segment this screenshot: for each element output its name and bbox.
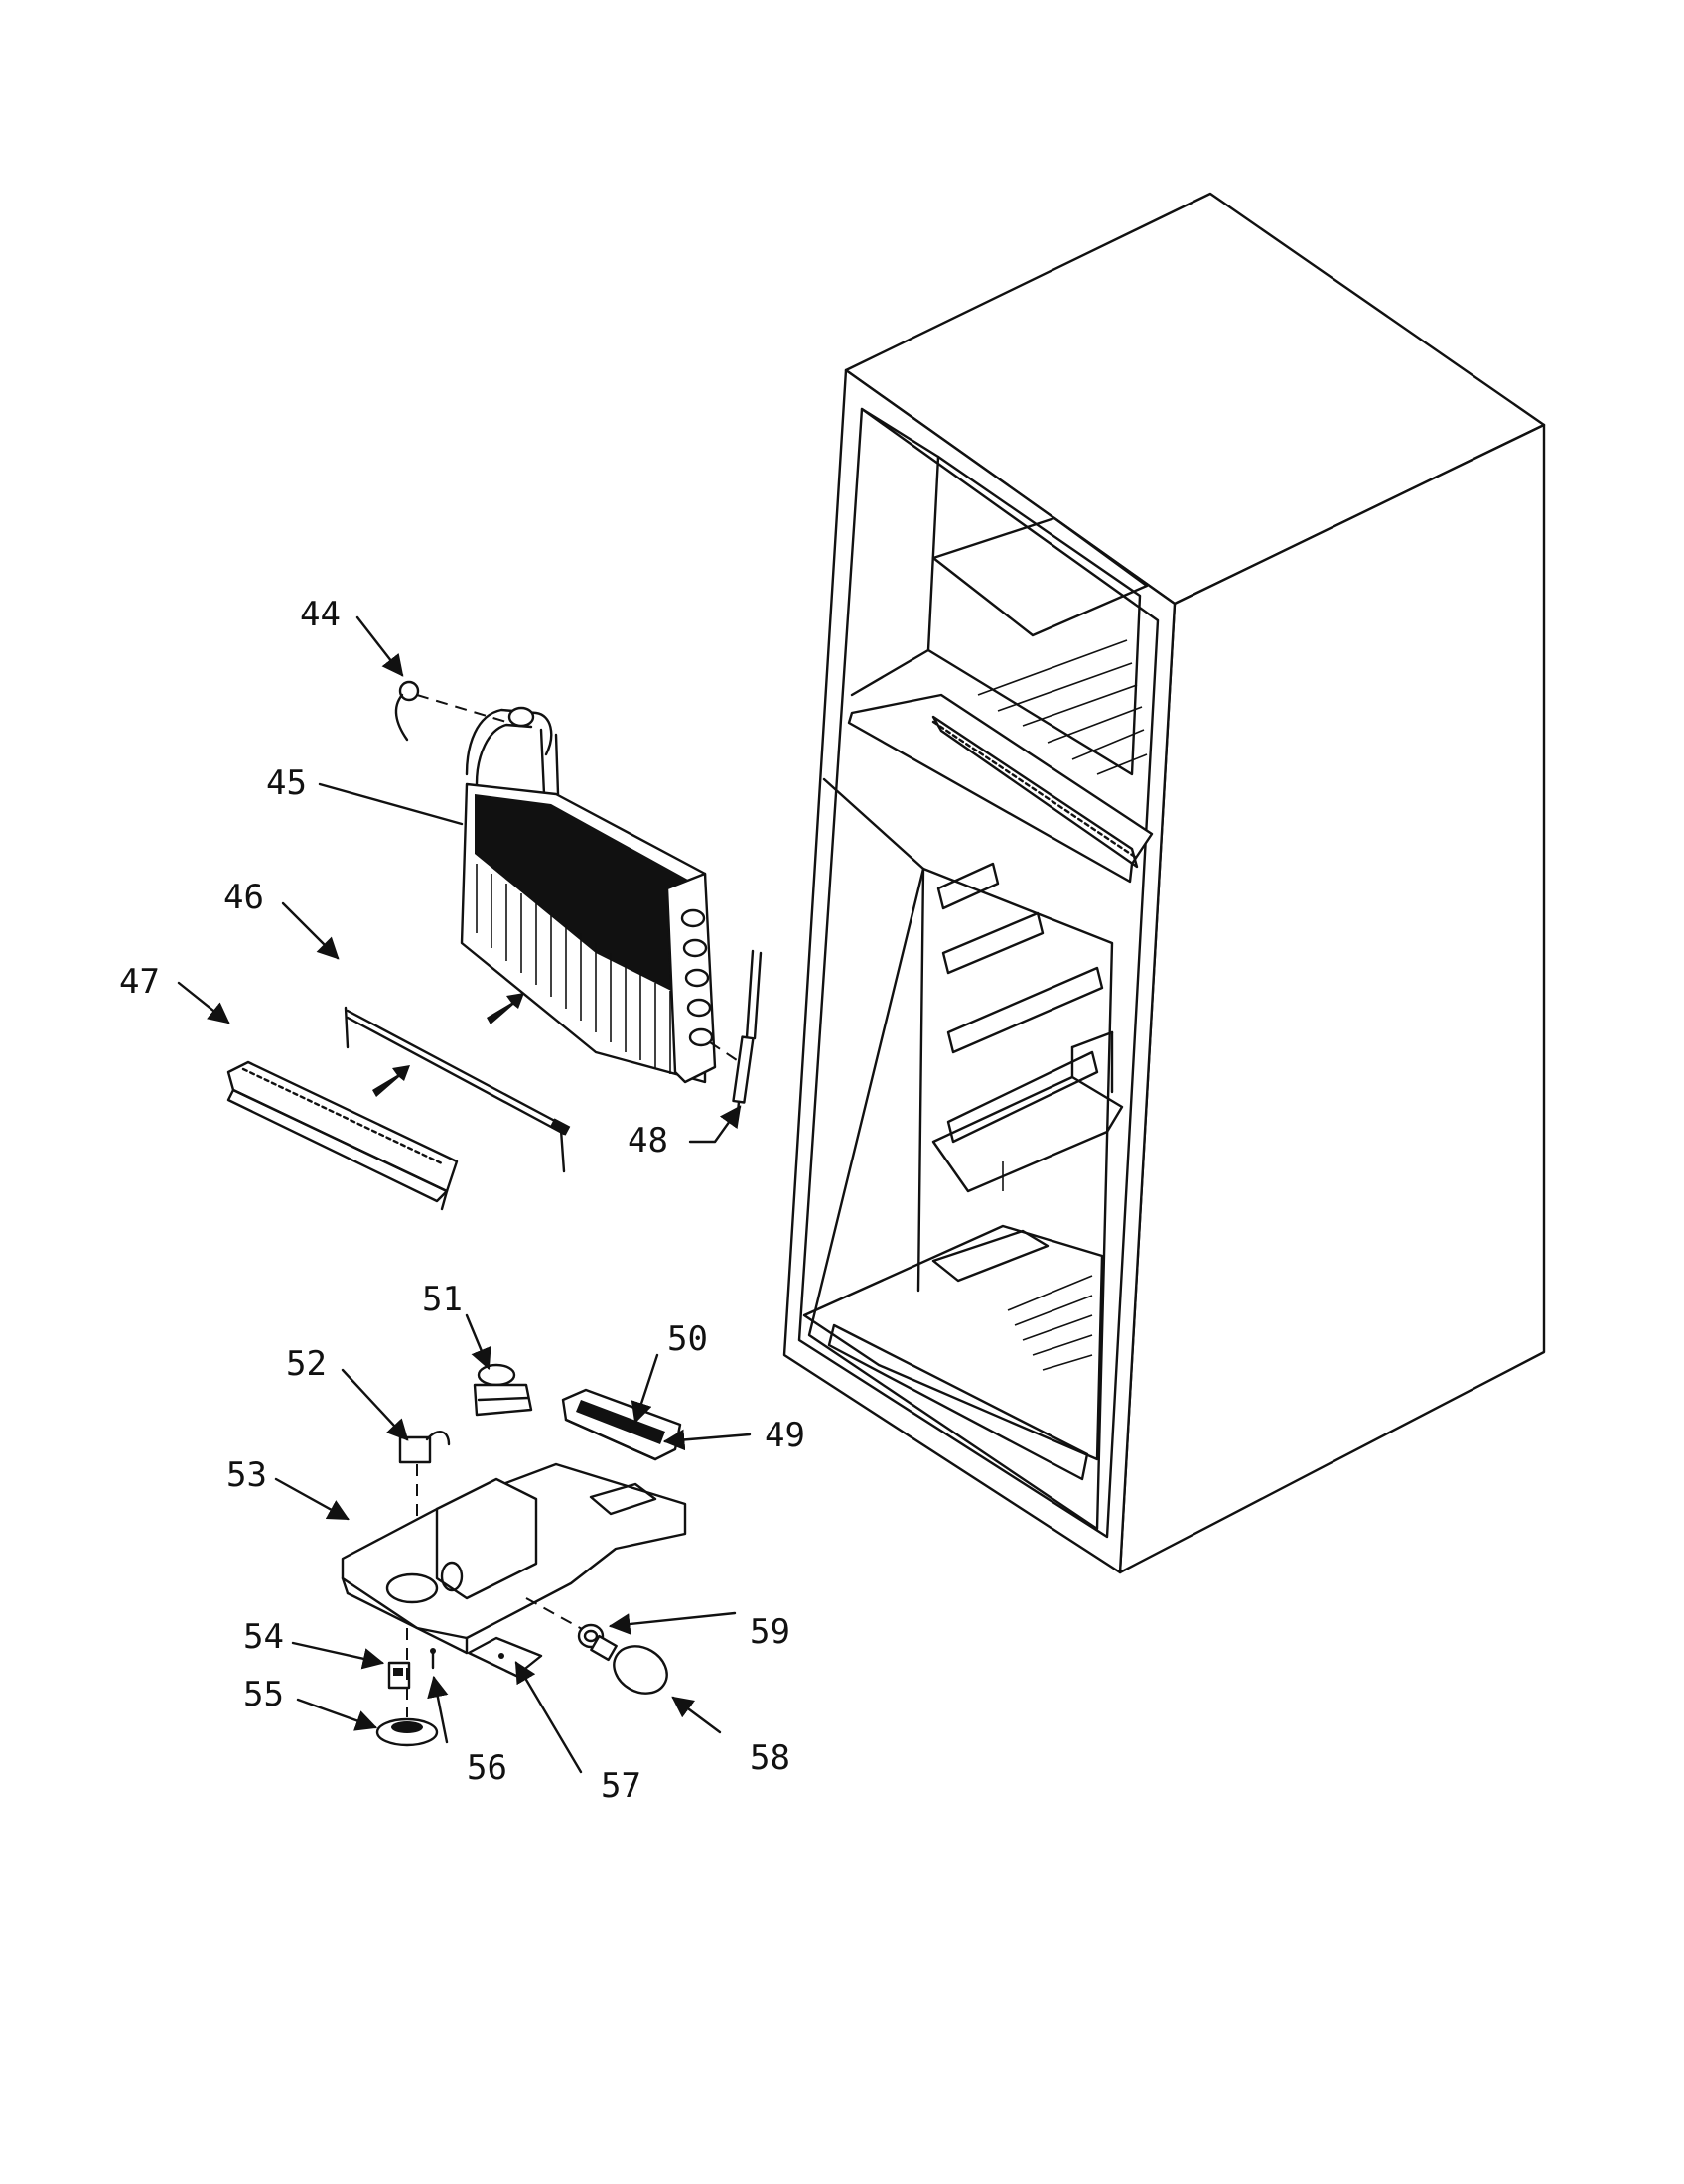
part-58-bulb xyxy=(590,1634,668,1695)
part-49-50-light-cover xyxy=(561,1388,682,1461)
refrigerator-cabinet xyxy=(782,192,1546,1574)
part-57-plate xyxy=(467,1636,543,1678)
callout-49: 49 xyxy=(765,1416,805,1455)
callout-54: 54 xyxy=(243,1617,284,1657)
callout-50: 50 xyxy=(667,1319,708,1359)
callout-56: 56 xyxy=(467,1748,507,1788)
part-59-socket xyxy=(525,1597,605,1649)
callout-44: 44 xyxy=(300,595,341,634)
part-48-defrost-sensor xyxy=(709,949,763,1124)
part-56-screw xyxy=(430,1648,436,1670)
callout-53: 53 xyxy=(226,1455,267,1495)
part-51-motor xyxy=(473,1363,533,1417)
leader-lines xyxy=(177,615,752,1774)
part-45-evaporator xyxy=(460,706,717,1084)
part-47-grille xyxy=(226,1060,459,1211)
callout-57: 57 xyxy=(601,1766,641,1806)
part-44-sensor xyxy=(394,680,517,742)
part-55-knob xyxy=(375,1628,439,1747)
callout-45: 45 xyxy=(266,763,307,803)
callout-47: 47 xyxy=(119,962,160,1002)
part-54-switch xyxy=(387,1661,411,1690)
part-46-heater xyxy=(344,1006,571,1173)
callout-59: 59 xyxy=(750,1612,790,1652)
callout-46: 46 xyxy=(223,878,264,917)
callout-55: 55 xyxy=(243,1675,284,1714)
callout-51: 51 xyxy=(422,1280,463,1319)
part-53-control-housing xyxy=(341,1462,687,1655)
callout-48: 48 xyxy=(628,1121,668,1160)
evaporator-fins xyxy=(476,864,686,1078)
part-52-switch xyxy=(398,1431,451,1519)
callout-58: 58 xyxy=(750,1738,790,1778)
callout-labels: 44 45 46 47 48 49 50 51 52 53 54 55 56 5… xyxy=(119,595,805,1806)
divider-vent-grille xyxy=(931,720,1137,859)
callout-52: 52 xyxy=(286,1344,327,1384)
